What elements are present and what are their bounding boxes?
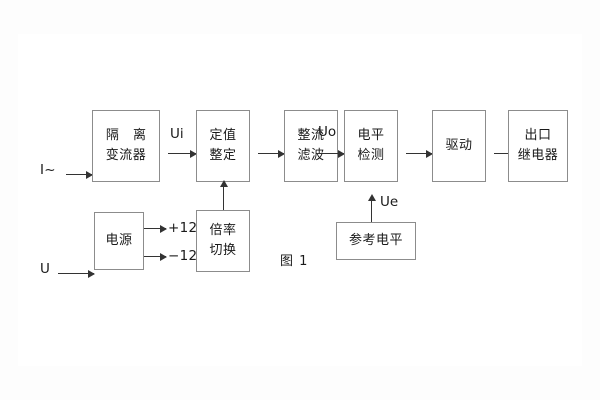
block-rectify-filter-line2: 滤波 [297,148,325,163]
block-isolation-transformer[interactable]: 隔 离 变流器 [92,110,160,182]
block-multiplier-switch-line1: 倍率 [209,222,237,238]
block-reference-level[interactable]: 参考电平 [336,222,416,260]
arrow-rail-positive [144,224,167,233]
block-drive-line1: 驱动 [445,137,473,153]
arrow-reference-to-level-detect [367,194,376,222]
block-level-detect-line2: 检测 [357,148,385,163]
arrow-isolation-to-setting [168,149,197,158]
block-multiplier-switch[interactable]: 倍率 切换 [196,210,250,272]
signal-label-uo: Uo [318,124,337,140]
input-label-voltage: U [40,261,51,277]
diagram-panel: I~ U 隔 离 变流器 Ui 定值 整定 整流 滤波 Uo 电平 检测 驱动 [18,34,582,366]
signal-label-ue: Ue [380,194,399,210]
block-setting-adjust-line1: 定值 [209,127,237,143]
arrow-multiplier-to-setting [219,180,228,210]
arrow-setting-to-rectify [258,149,285,158]
arrow-rectify-to-level-detect [318,149,345,158]
block-setting-adjust[interactable]: 定值 整定 [196,110,250,182]
block-rectify-filter-line1: 整流 [297,127,325,143]
block-isolation-transformer-line1: 隔 离 [105,127,152,143]
signal-label-ui: Ui [170,126,184,142]
block-level-detect-line1: 电平 [357,127,385,143]
block-power-supply-line1: 电源 [105,232,133,248]
block-output-relay-line1: 出口 [524,127,552,143]
block-rectify-filter[interactable]: 整流 滤波 [284,110,338,182]
block-output-relay-line2: 继电器 [517,148,559,163]
block-drive[interactable]: 驱动 [432,110,486,182]
arrow-voltage-to-power-supply [58,269,95,278]
block-reference-level-line1: 参考电平 [348,232,403,248]
block-power-supply[interactable]: 电源 [94,212,144,270]
block-output-relay[interactable]: 出口 继电器 [508,110,568,182]
figure-caption: 图 1 [280,254,309,269]
block-multiplier-switch-line2: 切换 [209,243,237,258]
block-setting-adjust-line2: 整定 [209,148,237,163]
arrow-rail-negative [144,252,167,261]
arrow-level-detect-to-drive [406,149,433,158]
block-isolation-transformer-line2: 变流器 [105,148,147,163]
arrow-current-to-isolation [66,170,93,179]
block-level-detect[interactable]: 电平 检测 [344,110,398,182]
input-label-current: I~ [40,162,56,178]
